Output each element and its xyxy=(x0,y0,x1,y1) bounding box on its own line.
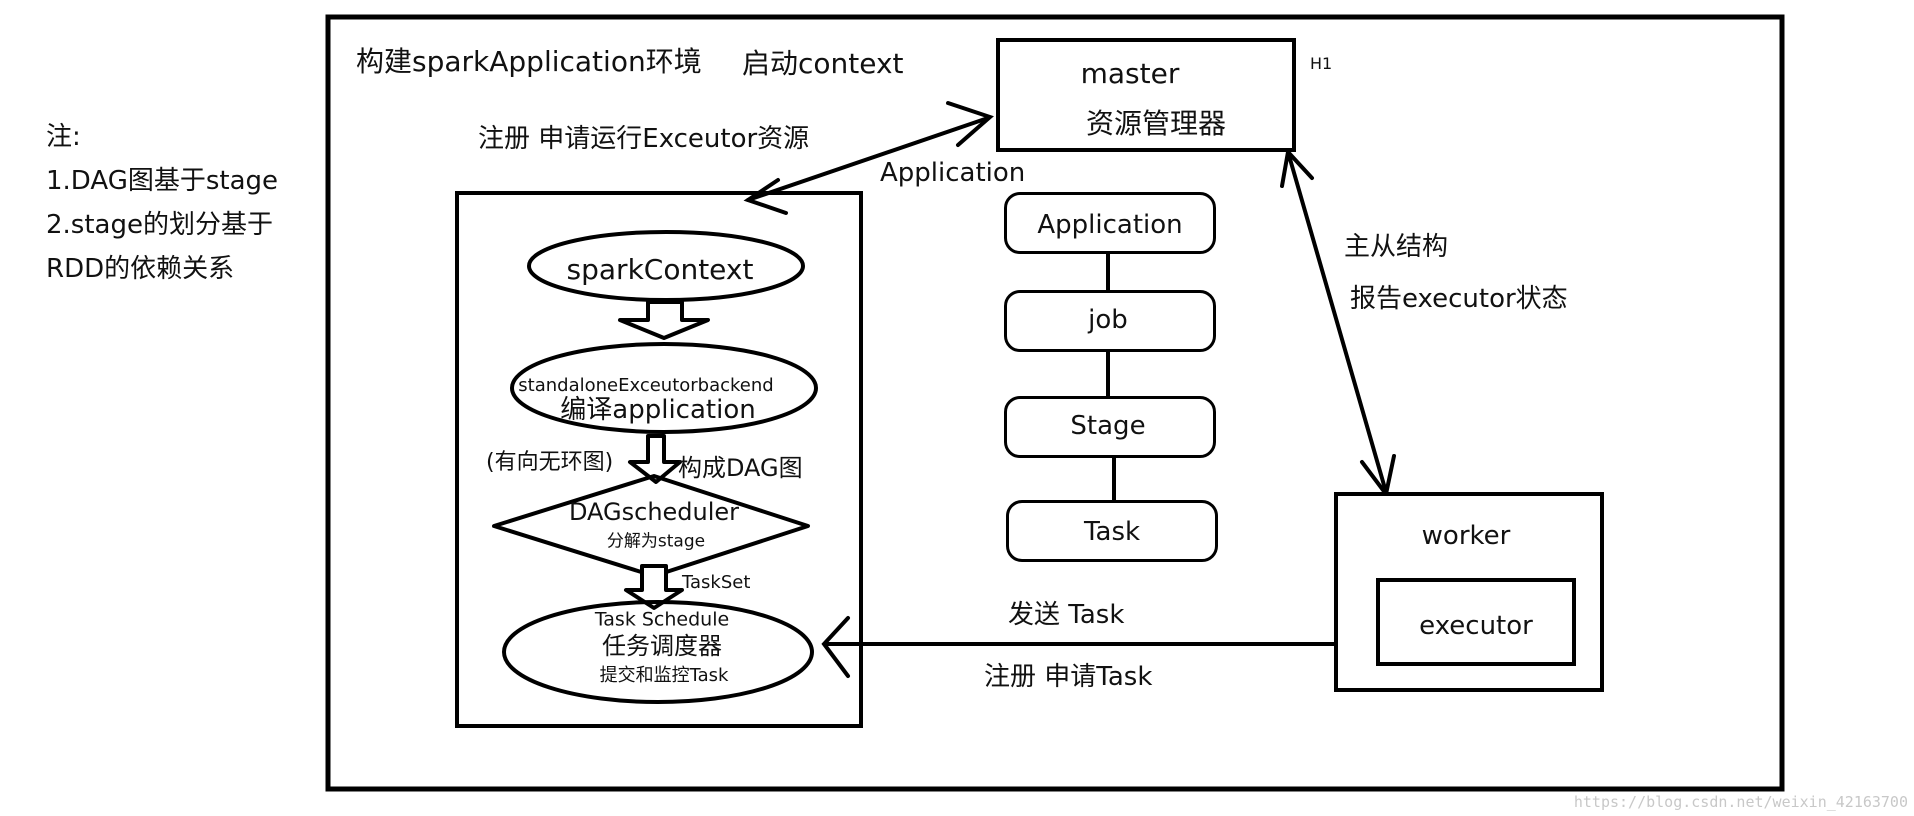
flow-arrow-1 xyxy=(618,300,710,340)
task-schedule-ellipse xyxy=(502,600,814,704)
executor-box xyxy=(1376,578,1576,666)
register-task-label: 注册 申请Task xyxy=(984,662,1153,692)
dag-note-left: (有向无环图) xyxy=(486,450,614,475)
task-schedule-label-1: Task Schedule xyxy=(594,608,730,631)
start-context-label: 启动context xyxy=(742,47,904,80)
driver-box xyxy=(455,191,863,728)
hierarchy-job-label: job xyxy=(1088,305,1128,335)
task-schedule-label-3: 提交和监控Task xyxy=(599,665,729,686)
master-tag: H1 xyxy=(1310,54,1333,73)
driver-master-arrow xyxy=(743,101,994,215)
hierarchy-application-label: Application xyxy=(1037,210,1183,240)
hierarchy-application-box xyxy=(1004,192,1216,254)
master-worker-label-1: 主从结构 xyxy=(1344,232,1449,262)
hierarchy-stage-box xyxy=(1004,396,1216,458)
hierarchy-stage-label: Stage xyxy=(1070,411,1146,441)
flow-arrow-2 xyxy=(628,434,682,484)
backend-label-1: standaloneExceutorbackend xyxy=(518,375,774,396)
dag-scheduler-sublabel: 分解为stage xyxy=(606,531,706,552)
hierarchy-task-box xyxy=(1006,500,1218,562)
master-title: master xyxy=(1080,57,1180,90)
hierarchy-task-label: Task xyxy=(1083,517,1141,547)
executor-label: executor xyxy=(1419,611,1533,641)
application-link-label: Application xyxy=(880,158,1026,188)
taskset-label: TaskSet xyxy=(682,572,751,593)
spark-context-label: sparkContext xyxy=(566,253,754,286)
master-subtitle: 资源管理器 xyxy=(1085,107,1227,140)
dag-scheduler-diamond xyxy=(492,474,810,578)
hierarchy-job-box xyxy=(1004,290,1216,352)
task-schedule-label-2: 任务调度器 xyxy=(602,632,722,660)
note-line-2: 2.stage的划分基于 xyxy=(46,210,273,240)
send-task-label: 发送 Task xyxy=(1008,600,1125,630)
backend-label-2: 编译application xyxy=(560,395,756,425)
dag-scheduler-label: DAGscheduler xyxy=(568,498,740,526)
master-worker-arrow xyxy=(1280,147,1396,499)
worker-title: worker xyxy=(1421,521,1511,551)
hierarchy-connectors xyxy=(1106,252,1116,500)
master-worker-label-2: 报告executor状态 xyxy=(1350,284,1568,314)
flow-arrow-3 xyxy=(624,564,684,610)
dag-note-right: 构成DAG图 xyxy=(678,454,803,482)
backend-ellipse xyxy=(510,342,818,434)
spark-application-frame xyxy=(325,14,1785,792)
register-request-label: 注册 申请运行Exceutor资源 xyxy=(478,124,810,154)
master-box xyxy=(996,38,1296,152)
watermark: https://blog.csdn.net/weixin_42163700 xyxy=(1573,793,1908,811)
note-line-1: 1.DAG图基于stage xyxy=(46,166,279,196)
notes-title: 注: xyxy=(46,122,81,152)
note-line-3: RDD的依赖关系 xyxy=(46,254,235,284)
build-env-label: 构建sparkApplication环境 xyxy=(356,45,702,78)
